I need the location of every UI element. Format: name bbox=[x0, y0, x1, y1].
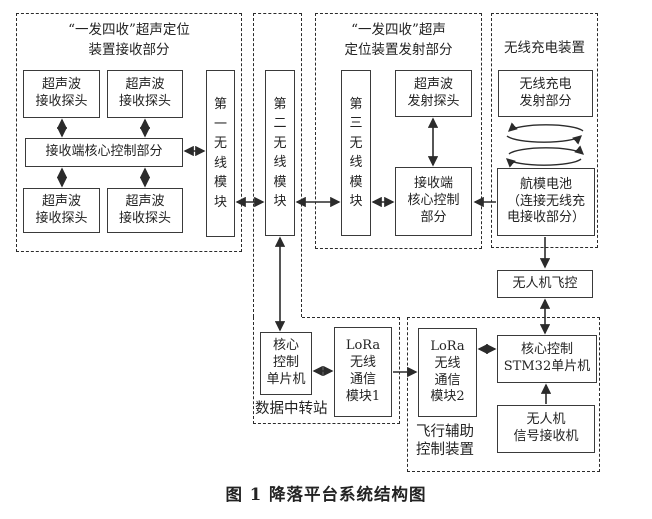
node-flight-controller: 无人机飞控 bbox=[497, 270, 593, 298]
group-wireless-charging-title: 无线充电装置 bbox=[504, 40, 585, 56]
node-rx-probe-1: 超声波 接收探头 bbox=[23, 70, 100, 118]
group-flight-aux: 飞行辅助 控制装置 bbox=[407, 317, 600, 472]
node-wc-transmitter: 无线充电 发射部分 bbox=[498, 70, 593, 117]
group-ultrasonic-rx: “一发四收”超声定位 装置接收部分 bbox=[16, 13, 242, 252]
figure-caption: 图 1 降落平台系统结构图 bbox=[225, 485, 427, 504]
node-module-1: 第 一 无 线 模 块 bbox=[206, 70, 235, 237]
node-module-3: 第 三 无 线 模 块 bbox=[341, 70, 371, 236]
group-data-relay: 数据中转站 bbox=[253, 317, 400, 424]
node-lora1: LoRa 无线 通信 模块1 bbox=[334, 327, 392, 417]
group-ultrasonic-tx: “一发四收”超声 定位装置发射部分 bbox=[315, 13, 482, 249]
node-relay-mcu: 核心 控制 单片机 bbox=[260, 332, 312, 395]
node-tx-core: 接收端 核心控制 部分 bbox=[395, 167, 472, 236]
group-module2-column bbox=[253, 13, 302, 317]
node-lora2: LoRa 无线 通信 模块2 bbox=[418, 328, 477, 417]
node-stm32: 核心控制 STM32单片机 bbox=[497, 335, 597, 383]
coil-loop2-bottom-arc bbox=[505, 158, 582, 168]
group-ultrasonic-tx-title: “一发四收”超声 定位装置发射部分 bbox=[344, 22, 453, 59]
node-rx-probe-2: 超声波 接收探头 bbox=[107, 70, 183, 118]
node-battery: 航模电池 （连接无线充 电接收部分） bbox=[497, 168, 595, 236]
coil-loop2-top-arc bbox=[508, 145, 585, 155]
charging-coil-icon bbox=[505, 122, 585, 168]
node-module-2: 第 二 无 线 模 块 bbox=[265, 70, 295, 236]
group-ultrasonic-rx-title: “一发四收”超声定位 装置接收部分 bbox=[68, 22, 190, 59]
node-rx-probe-4: 超声波 接收探头 bbox=[107, 188, 183, 233]
group-data-relay-label: 数据中转站 bbox=[255, 400, 328, 417]
node-drone-receiver: 无人机 信号接收机 bbox=[497, 405, 595, 453]
group-data-relay-top-edge bbox=[302, 317, 400, 318]
node-tx-probe: 超声波 发射探头 bbox=[395, 70, 472, 117]
coil-loop1-top-arc bbox=[507, 122, 584, 132]
node-rx-core: 接收端核心控制部分 bbox=[25, 138, 183, 167]
node-rx-probe-3: 超声波 接收探头 bbox=[23, 188, 100, 233]
group-flight-aux-label: 飞行辅助 控制装置 bbox=[416, 424, 474, 459]
coil-loop1-bottom-arc bbox=[506, 135, 583, 145]
